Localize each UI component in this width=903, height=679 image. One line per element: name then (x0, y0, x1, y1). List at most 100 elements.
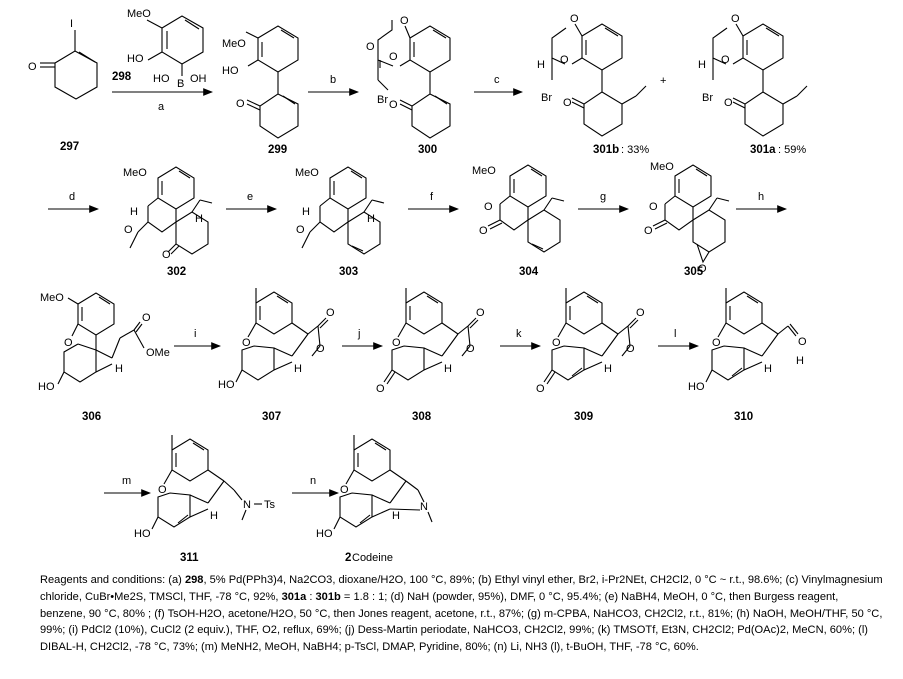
compound-label-310: 310 (734, 411, 753, 423)
carbonyl-oxygen: O (28, 61, 37, 73)
compound-label-298: 298 (112, 71, 132, 83)
ester-carbonyl-oxygen: O (326, 307, 335, 319)
compound-310-structure: O HO H O H 310 (688, 288, 807, 423)
condition-i: (i) PdCl2 (10%), CuCl2 (2 equiv.), THF, … (68, 624, 345, 637)
ring-hydrogen: H (115, 363, 123, 375)
step-k-label: k (516, 328, 522, 340)
ring-hydrogen: H (367, 213, 375, 225)
step-f-label: f (430, 191, 434, 203)
methoxy-label: MeO (127, 8, 151, 20)
nitrogen-atom: N (420, 501, 428, 513)
condition-a-prefix: (a) (168, 574, 185, 586)
compound-301a-structure: O O H Br O 301a : 59% (698, 13, 808, 156)
conditions-lead: Reagents and conditions: (40, 574, 169, 586)
ester-carbonyl-oxygen: O (142, 312, 151, 324)
aldehyde-hydrogen: H (796, 355, 804, 367)
compound-label-306: 306 (82, 411, 101, 423)
ketone-oxygen: O (376, 383, 385, 395)
aldehyde-oxygen: O (798, 336, 807, 348)
step-j-label: j (357, 328, 360, 340)
compound-299-structure: MeO HO O 299 (222, 25, 299, 156)
acetal-hydrogen: H (537, 59, 545, 71)
hydroxy-label: HO (127, 53, 144, 65)
furan-oxygen: O (242, 337, 251, 349)
condition-c-ratio-b: 301b (315, 590, 341, 603)
methyl-ester-label: OMe (146, 347, 170, 359)
ring-hydrogen: H (444, 363, 452, 375)
tosyl-label: Ts (264, 499, 276, 511)
compound-label-305: 305 (684, 266, 704, 278)
furan-oxygen: O (712, 337, 721, 349)
step-n-label: n (310, 475, 316, 487)
compound-301b-structure: O O H Br O 301b : 33% (537, 13, 649, 156)
condition-l: (l) DIBAL-H, CH2Cl2, -78 °C, 73%; (40, 624, 868, 654)
acetal-hydrogen: H (698, 59, 706, 71)
condition-g: (g) m-CPBA, NaHCO3, CH2Cl2, r.t., 81%; (527, 607, 737, 620)
enone-oxygen: O (536, 383, 545, 395)
compound-label-303: 303 (339, 266, 358, 278)
ether-oxygen: O (570, 13, 579, 25)
ring-hydrogen: H (195, 213, 203, 225)
acetal-hydrogen: H (302, 206, 310, 218)
methoxy-label: MeO (40, 292, 64, 304)
compound-307-structure: O HO H O O 307 (218, 288, 335, 423)
compound-306-structure: MeO O HO H O OMe 306 (38, 292, 170, 423)
ester-carbonyl-oxygen: O (476, 307, 485, 319)
methoxy-label: MeO (222, 38, 246, 50)
ethoxy-oxygen: O (296, 224, 305, 236)
bromine-atom: Br (702, 92, 713, 104)
compound-2-codeine-structure: O HO H N 2 Codeine (316, 435, 433, 564)
ring-hydrogen: H (210, 510, 218, 522)
hydroxy-label: HO (38, 381, 55, 393)
furan-oxygen: O (552, 337, 561, 349)
carbonyl-oxygen: O (644, 225, 653, 237)
aryl-ether-oxygen: O (721, 54, 730, 66)
compound-label-311: 311 (180, 552, 199, 564)
carbonyl-oxygen: O (724, 97, 733, 109)
condition-c-ratio-a: 301a (281, 590, 307, 603)
reagents-and-conditions: Reagents and conditions: (a) 298, 5% Pd(… (40, 572, 885, 656)
ester-oxygen: O (466, 343, 475, 355)
compound-label-309: 309 (574, 411, 593, 423)
condition-c: (c) Vinylmagnesium chloride, CuBr•Me2S, … (40, 574, 883, 603)
compound-label-307: 307 (262, 411, 281, 423)
compound-297-structure: I O 297 (28, 18, 98, 153)
carbonyl-oxygen: O (563, 97, 572, 109)
condition-j: (j) Dess-Martin periodate, NaHCO3, CH2Cl… (344, 624, 598, 637)
carbonyl-oxygen: O (479, 225, 488, 237)
step-e-label: e (247, 191, 253, 203)
step-l-label: l (674, 328, 676, 340)
reaction-scheme: I O 297 MeO HO B HO OH 298 a MeO HO O 29… (28, 8, 808, 564)
furan-oxygen: O (340, 484, 349, 496)
carbonyl-oxygen: O (236, 98, 245, 110)
step-g-label: g (600, 191, 606, 203)
compound-311-structure: O HO H N Ts 311 (134, 435, 276, 564)
hydroxy-label: HO (134, 528, 151, 540)
condition-f: (f) TsOH-H2O, acetone/H2O, 50 °C, then J… (154, 607, 528, 620)
condition-k: (k) TMSOTf, Et3N, CH2Cl2; Pd(OAc)2, MeCN… (597, 624, 859, 637)
methoxy-label: MeO (295, 167, 319, 179)
iodine-atom: I (70, 18, 73, 30)
compound-298-structure: MeO HO B HO OH 298 (112, 8, 207, 90)
compound-label-300: 300 (418, 144, 437, 156)
ester-carbonyl-oxygen: O (636, 307, 645, 319)
compound-303-structure: MeO H O H 303 (295, 166, 385, 278)
compound-302-structure: MeO H O O H 302 (123, 166, 213, 278)
step-i-label: i (194, 328, 196, 340)
compound-label-301b: 301b (593, 144, 619, 156)
condition-a-compound: 298 (184, 574, 204, 586)
step-a-label: a (158, 101, 165, 113)
boron-atom: B (177, 78, 184, 90)
compound-label-301a: 301a (750, 144, 776, 156)
hydroxy-label: HO (688, 381, 705, 393)
aryl-ether-oxygen: O (560, 54, 569, 66)
compound-308-structure: O O H O O 308 (376, 288, 485, 423)
ether-oxygen: O (400, 15, 409, 27)
condition-e: (e) NaBH4, MeOH, 0 °C, then Burgess reag… (40, 590, 839, 620)
boron-hydroxy-left: HO (153, 73, 170, 85)
condition-b: (b) Ethyl vinyl ether, Br2, i-Pr2NEt, CH… (477, 574, 786, 586)
condition-d: (d) NaH (powder, 95%), DMF, 0 °C, 95.4%; (390, 590, 605, 603)
ring-hydrogen: H (604, 363, 612, 375)
compound-309-structure: O O H O O 309 (536, 288, 645, 423)
condition-h: (h) NaOH, MeOH/THF, 50 °C, 99%; (40, 607, 883, 637)
